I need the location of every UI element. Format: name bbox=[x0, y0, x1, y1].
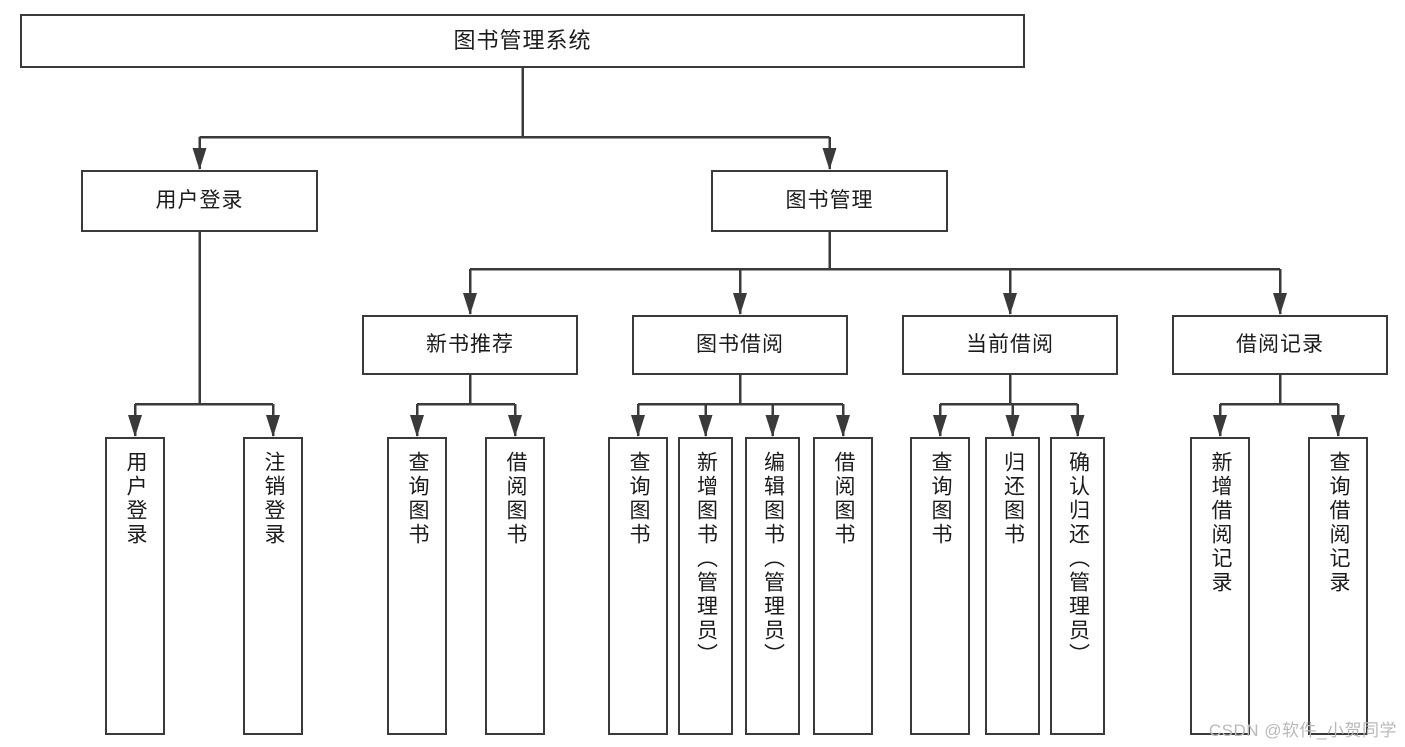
leaf-node-query-borrow-record[interactable]: 查询借阅记录 bbox=[1308, 437, 1368, 735]
root-to-level2-arrowhead-0 bbox=[192, 148, 207, 170]
book-borrow-to-leaves-arrowhead-0 bbox=[631, 415, 645, 437]
node-current-borrowing-label: 当前借阅 bbox=[966, 333, 1054, 357]
leaf-label: 归还图书 bbox=[1001, 451, 1025, 547]
leaf-node-confirm-return-admin[interactable]: 确认归还（管理员） bbox=[1050, 437, 1105, 735]
new-book-rec-to-leaves-arrowhead-1 bbox=[508, 415, 522, 437]
csdn-watermark: CSDN @软件_小贺同学 bbox=[1208, 721, 1397, 740]
node-borrowing-record-label: 借阅记录 bbox=[1236, 333, 1324, 357]
root-to-level2-arrowhead-1 bbox=[822, 148, 837, 170]
user-login-to-leaves-arrowhead-0 bbox=[128, 415, 142, 437]
leaf-node-add-borrow-record[interactable]: 新增借阅记录 bbox=[1190, 437, 1250, 735]
leaf-node-logout[interactable]: 注销登录 bbox=[243, 437, 303, 735]
user-login-to-leaves-arrowhead-1 bbox=[266, 415, 280, 437]
leaf-label: 查询借阅记录 bbox=[1327, 451, 1351, 595]
borrow-record-to-leaves-arrowhead-0 bbox=[1213, 415, 1227, 437]
leaf-label: 查询图书 bbox=[406, 451, 430, 547]
leaf-label: 确认归还（管理员） bbox=[1066, 451, 1090, 667]
node-book-borrowing-label: 图书借阅 bbox=[696, 333, 784, 357]
leaf-node-user-login[interactable]: 用户登录 bbox=[105, 437, 165, 735]
node-borrowing-record[interactable]: 借阅记录 bbox=[1172, 315, 1388, 375]
leaf-label: 用户登录 bbox=[124, 451, 148, 547]
node-book-management[interactable]: 图书管理 bbox=[711, 170, 948, 232]
book-manage-to-level3-arrowhead-0 bbox=[463, 293, 477, 315]
book-manage-to-level3-arrowhead-3 bbox=[1273, 293, 1287, 315]
node-current-borrowing[interactable]: 当前借阅 bbox=[902, 315, 1118, 375]
node-book-borrowing[interactable]: 图书借阅 bbox=[632, 315, 848, 375]
leaf-node-query-book-borrowing[interactable]: 查询图书 bbox=[608, 437, 668, 735]
current-borrow-to-leaves-arrowhead-2 bbox=[1070, 415, 1085, 437]
leaf-label: 新增图书（管理员） bbox=[694, 451, 718, 667]
leaf-label: 查询图书 bbox=[627, 451, 651, 547]
new-book-rec-to-leaves-arrowhead-0 bbox=[410, 415, 424, 437]
borrow-record-to-leaves-arrowhead-1 bbox=[1331, 415, 1345, 437]
node-new-book-recommendation[interactable]: 新书推荐 bbox=[362, 315, 578, 375]
leaf-label: 借阅图书 bbox=[832, 451, 856, 547]
leaf-label: 注销登录 bbox=[262, 451, 286, 547]
node-book-management-label: 图书管理 bbox=[785, 189, 874, 213]
leaf-label: 新增借阅记录 bbox=[1209, 451, 1233, 595]
leaf-node-borrow-book-borrowing[interactable]: 借阅图书 bbox=[813, 437, 873, 735]
node-user-login[interactable]: 用户登录 bbox=[81, 170, 318, 232]
leaf-label: 查询图书 bbox=[929, 451, 953, 547]
leaf-node-edit-book-admin[interactable]: 编辑图书（管理员） bbox=[745, 437, 800, 735]
leaf-node-return-book[interactable]: 归还图书 bbox=[985, 437, 1040, 735]
leaf-node-add-book-admin[interactable]: 新增图书（管理员） bbox=[678, 437, 733, 735]
leaf-node-query-book-recommend[interactable]: 查询图书 bbox=[387, 437, 447, 735]
node-user-login-label: 用户登录 bbox=[155, 189, 244, 213]
leaf-label: 编辑图书（管理员） bbox=[761, 451, 785, 667]
book-borrow-to-leaves-arrowhead-1 bbox=[698, 415, 713, 437]
node-root-book-management-system[interactable]: 图书管理系统 bbox=[20, 14, 1025, 68]
leaf-node-query-book-current[interactable]: 查询图书 bbox=[910, 437, 970, 735]
current-borrow-to-leaves-arrowhead-0 bbox=[933, 415, 947, 437]
book-manage-to-level3-arrowhead-1 bbox=[733, 293, 747, 315]
node-root-label: 图书管理系统 bbox=[453, 27, 592, 53]
book-manage-to-level3-arrowhead-2 bbox=[1003, 293, 1017, 315]
book-borrow-to-leaves-arrowhead-2 bbox=[765, 415, 780, 437]
book-borrow-to-leaves-arrowhead-3 bbox=[836, 415, 850, 437]
current-borrow-to-leaves-arrowhead-1 bbox=[1005, 415, 1020, 437]
leaf-node-borrow-book-recommend[interactable]: 借阅图书 bbox=[485, 437, 545, 735]
node-new-book-recommendation-label: 新书推荐 bbox=[426, 333, 514, 357]
leaf-label: 借阅图书 bbox=[504, 451, 528, 547]
